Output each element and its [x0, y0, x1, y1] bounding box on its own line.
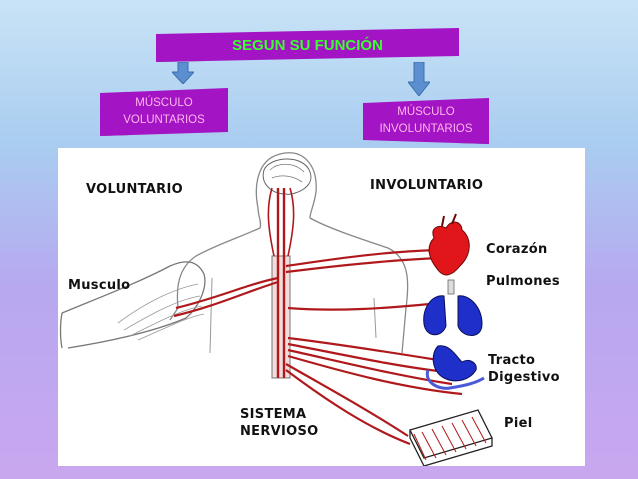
nerve-heart — [285, 256, 441, 274]
voluntary-muscle-box: MÚSCULO VOLUNTARIOS — [100, 88, 228, 136]
nerve-skin — [285, 363, 409, 437]
nervous-system-label: SISTEMA NERVIOSO — [240, 406, 319, 440]
heart-icon — [428, 213, 470, 276]
stomach-icon — [425, 345, 485, 390]
nerve-muscle — [175, 276, 279, 310]
nerve-muscle — [173, 280, 279, 318]
spinal-cord — [271, 255, 291, 379]
lungs-icon — [423, 279, 483, 336]
involuntary-label: INVOLUNTARIO — [370, 178, 484, 193]
nerve-skin — [285, 369, 411, 446]
involuntary-box-line1: MÚSCULO — [397, 106, 455, 118]
digestive-label: Tracto Digestivo — [488, 352, 560, 386]
title-box: SEGUN SU FUNCIÓN — [156, 28, 459, 62]
nervous-system-diagram: VOLUNTARIO INVOLUNTARIO Musculo SISTEMA … — [58, 148, 585, 466]
nerve-digestive — [287, 354, 463, 396]
nervous-system-line1: SISTEMA — [240, 407, 307, 422]
nerve-heart — [285, 248, 437, 268]
arm-muscle — [117, 283, 205, 341]
muscle-label: Musculo — [68, 278, 131, 293]
nervous-system-line2: NERVIOSO — [240, 424, 319, 439]
digestive-line1: Tracto — [488, 353, 536, 368]
torso-outline — [209, 277, 377, 354]
title-text: SEGUN SU FUNCIÓN — [232, 36, 383, 54]
arm-outline — [61, 261, 206, 349]
nerve-digestive — [287, 336, 439, 362]
down-arrow-icon — [408, 62, 430, 96]
nerve-digestive — [287, 348, 453, 386]
body-outline — [169, 207, 262, 321]
lungs-label: Pulmones — [486, 274, 560, 289]
nerve-lungs — [287, 302, 431, 311]
nerve-digestive — [287, 342, 447, 374]
brain — [262, 158, 312, 195]
voluntary-box-line2: VOLUNTARIOS — [123, 114, 205, 126]
voluntary-label: VOLUNTARIO — [86, 182, 183, 197]
involuntary-box-line2: INVOLUNTARIOS — [379, 123, 473, 135]
diagram-illustration — [59, 152, 493, 466]
involuntary-muscle-box: MÚSCULO INVOLUNTARIOS — [363, 98, 489, 144]
voluntary-box-line1: MÚSCULO — [135, 97, 193, 109]
digestive-line2: Digestivo — [488, 370, 560, 385]
body-outline — [255, 152, 409, 354]
skin-icon — [409, 409, 493, 466]
down-arrow-icon — [172, 62, 194, 84]
heart-label: Corazón — [486, 242, 548, 257]
skin-label: Piel — [504, 416, 533, 431]
